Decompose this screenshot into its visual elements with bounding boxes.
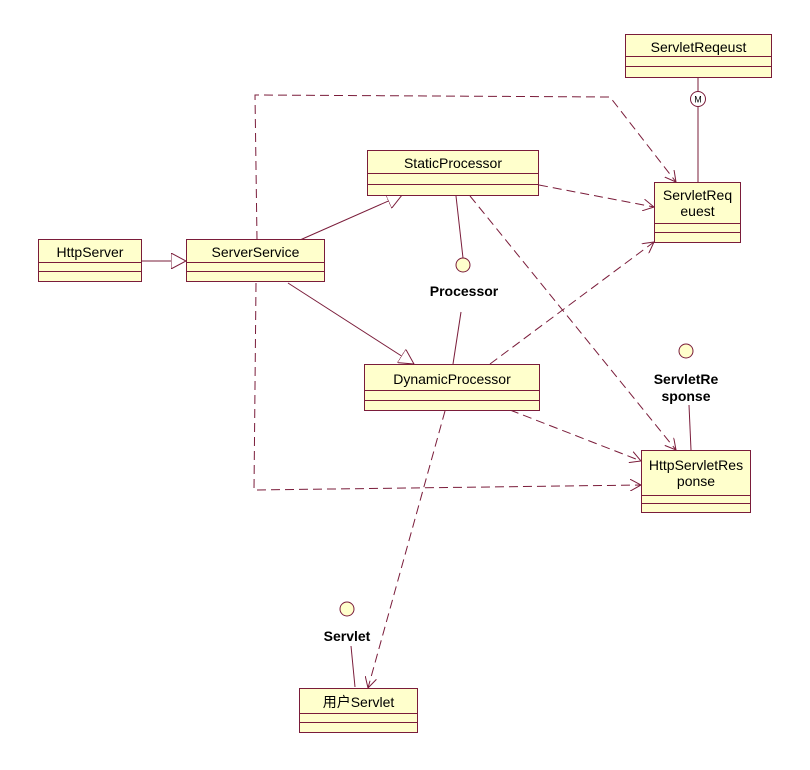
class-name: DynamicProcessor xyxy=(365,365,539,391)
dynamicprocessor-to-httpservletresponse-dependency xyxy=(509,409,641,461)
aggregation-marker-circle xyxy=(690,91,706,107)
class-name-line-1: HttpServletRes xyxy=(648,457,744,473)
response-interface-realization xyxy=(688,404,692,451)
attributes-section xyxy=(642,496,750,504)
dynamicprocessor-processor-realization xyxy=(452,311,462,365)
staticprocessor-to-servletreq-dependency xyxy=(538,184,654,207)
operations-section xyxy=(655,233,740,242)
servlet-interface-realization xyxy=(350,645,356,688)
staticprocessor-to-httpservletresponse-dependency xyxy=(469,195,676,450)
class-http-server[interactable]: HttpServer xyxy=(38,239,142,282)
attributes-section xyxy=(655,224,740,233)
class-name-line-2: euest xyxy=(680,203,715,219)
servlet-interface-icon xyxy=(339,601,355,617)
attributes-section xyxy=(365,391,539,401)
class-name: ServletReqeust xyxy=(626,35,771,57)
serverservice-to-staticprocessor-generalization xyxy=(299,195,402,241)
class-servlet-req[interactable]: ServletReq euest xyxy=(654,182,741,243)
attributes-section xyxy=(187,263,324,272)
processor-interface-label: Processor xyxy=(429,283,499,299)
processor-interface-icon xyxy=(455,257,471,273)
operations-section xyxy=(187,272,324,281)
attributes-section xyxy=(300,714,417,723)
class-name: HttpServer xyxy=(39,240,141,263)
class-name: 用户Servlet xyxy=(300,689,417,714)
serverservice-to-servletreq-dependency xyxy=(254,94,676,241)
attributes-section xyxy=(626,57,771,67)
servlet-response-interface-label: ServletRe sponse xyxy=(636,371,736,405)
attributes-section xyxy=(39,263,141,272)
attributes-section xyxy=(368,174,538,185)
staticprocessor-processor-realization xyxy=(455,195,464,259)
class-name: ServletReq euest xyxy=(655,183,740,224)
operations-section xyxy=(626,67,771,77)
operations-section xyxy=(39,272,141,281)
class-name: ServerService xyxy=(187,240,324,263)
servlet-interface-label: Servlet xyxy=(323,628,371,644)
serverservice-to-dynamicprocessor-generalization xyxy=(287,282,414,364)
class-name-line-1: ServletReq xyxy=(662,187,733,203)
dynamicprocessor-to-servletreq-dependency xyxy=(489,242,654,365)
class-name: StaticProcessor xyxy=(368,151,538,174)
interface-label-line-2: sponse xyxy=(661,388,711,404)
class-servlet-reqeust-top[interactable]: ServletReqeust xyxy=(625,34,772,78)
operations-section xyxy=(365,401,539,410)
class-user-servlet[interactable]: 用户Servlet xyxy=(299,688,418,733)
operations-section xyxy=(642,504,750,512)
class-server-service[interactable]: ServerService xyxy=(186,239,325,282)
interface-label-line-1: ServletRe xyxy=(653,371,719,387)
serverservice-to-httpservletresponse-dependency xyxy=(253,282,641,490)
aggregation-marker-label: M xyxy=(694,95,702,105)
class-name: HttpServletRes ponse xyxy=(642,451,750,496)
dynamicprocessor-to-userservlet-dependency xyxy=(368,410,446,688)
class-name-line-2: ponse xyxy=(676,473,716,489)
class-dynamic-processor[interactable]: DynamicProcessor xyxy=(364,364,540,411)
class-http-servlet-response[interactable]: HttpServletRes ponse xyxy=(641,450,751,513)
operations-section xyxy=(368,185,538,195)
operations-section xyxy=(300,723,417,732)
class-static-processor[interactable]: StaticProcessor xyxy=(367,150,539,196)
servlet-response-interface-icon xyxy=(678,343,694,359)
